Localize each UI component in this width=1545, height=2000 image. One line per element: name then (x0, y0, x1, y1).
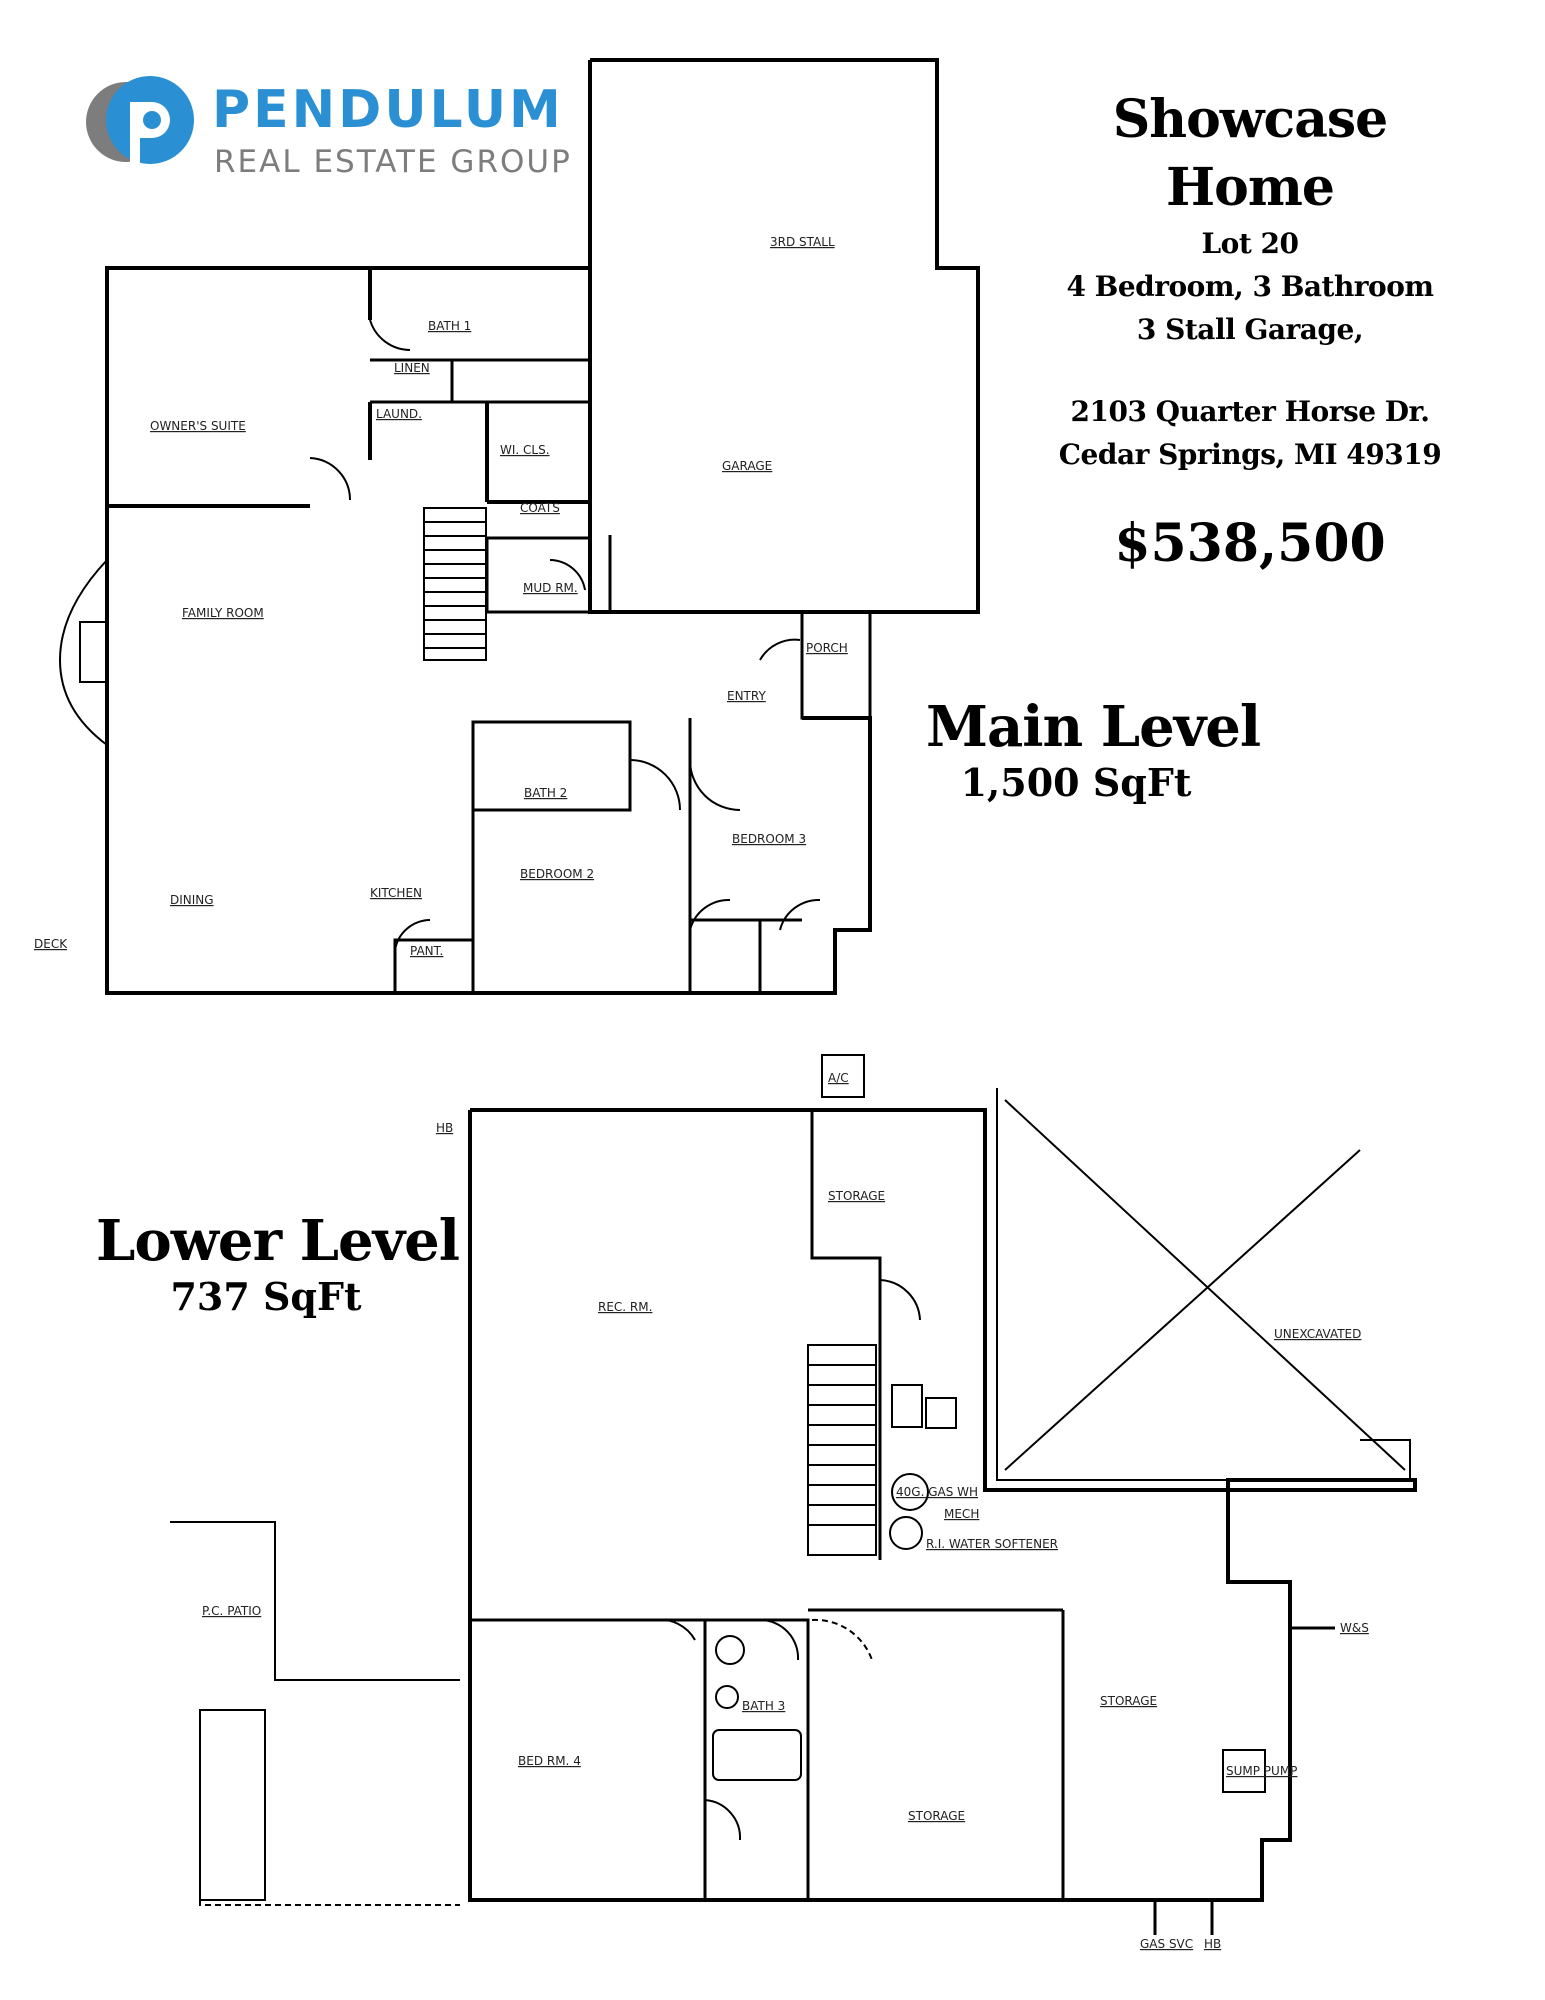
listing-title: Showcase Home (1112, 89, 1389, 218)
ac-unit (821, 1054, 865, 1098)
lower-level-sqft: 737 SqFt (170, 1274, 362, 1319)
brand-logo: PENDULUM REAL ESTATE GROUP (78, 72, 578, 202)
label-coats: COATS (520, 501, 560, 515)
lower-door-swings (654, 1279, 921, 1841)
unexcavated-outline (996, 1088, 1411, 1481)
hrv (925, 1397, 957, 1429)
water-heater (891, 1473, 929, 1511)
label-bedroom3: BEDROOM 3 (732, 832, 806, 846)
label-laund: LAUND. (376, 407, 422, 421)
bath2-walls (471, 720, 632, 993)
label-storage-top: STORAGE (828, 1189, 885, 1203)
bedroom3-walls (688, 718, 802, 993)
family-room-bay (58, 559, 108, 746)
label-family-room: FAMILY ROOM (182, 606, 264, 620)
label-rec-rm: REC. RM. (598, 1300, 652, 1314)
label-linen: LINEN (394, 361, 430, 375)
patio-outline (170, 1521, 460, 1681)
label-water-softener: R.I. WATER SOFTENER (926, 1537, 1058, 1551)
main-level-plan (58, 58, 980, 995)
patio-stairs (199, 1709, 266, 1901)
brand-subtitle: REAL ESTATE GROUP (214, 144, 572, 180)
lower-outer-wall (468, 1108, 1417, 1902)
garage-walls (588, 58, 980, 614)
label-unexcavated: UNEXCAVATED (1274, 1327, 1361, 1341)
mud-room-walls (485, 538, 590, 614)
unexcavated-x1 (1004, 1099, 1406, 1471)
bath3-walls (703, 1618, 810, 1900)
label-kitchen: KITCHEN (370, 886, 422, 900)
listing-garage: 3 Stall Garage, (1136, 313, 1364, 346)
room-labels: 3RD STALL GARAGE BATH 1 LINEN OWNER'S SU… (34, 235, 1369, 1951)
listing-rooms: 4 Bedroom, 3 Bathroom (1066, 270, 1434, 303)
sink (715, 1635, 745, 1665)
bathtub (712, 1729, 802, 1781)
toilet (715, 1685, 739, 1709)
label-garage: GARAGE (722, 459, 772, 473)
label-third-stall: 3RD STALL (770, 235, 835, 249)
lower-level-heading: Lower Level 737 SqFt (96, 1208, 460, 1320)
main-stairs (423, 507, 487, 661)
main-level-name: Main Level (926, 694, 1261, 760)
pendulum-logo-icon (86, 76, 194, 182)
main-level-sqft: 1,500 SqFt (960, 760, 1192, 805)
label-sump-pump: SUMP PUMP (1226, 1764, 1297, 1778)
label-hb-top: HB (436, 1121, 453, 1135)
label-deck: DECK (34, 937, 68, 951)
brand-name: PENDULUM (212, 80, 564, 140)
label-ws: W&S (1340, 1621, 1369, 1635)
listing-lot: Lot 20 (1201, 227, 1299, 260)
listing-address-line1: 2103 Quarter Horse Dr. (1070, 395, 1431, 428)
label-gas-wh: 40G. GAS WH (896, 1485, 978, 1499)
label-bedroom2: BEDROOM 2 (520, 867, 594, 881)
water-softener (889, 1516, 923, 1550)
label-entry: ENTRY (727, 689, 766, 703)
label-pant: PANT. (410, 944, 443, 958)
label-owners-suite: OWNER'S SUITE (150, 419, 246, 433)
storage-top-walls (810, 1110, 882, 1280)
label-bath2: BATH 2 (524, 786, 567, 800)
pantry-walls (393, 938, 473, 993)
label-dining: DINING (170, 893, 214, 907)
label-mech: MECH (944, 1507, 979, 1521)
label-storage-right: STORAGE (1100, 1694, 1157, 1708)
label-ac: A/C (828, 1071, 849, 1085)
patio-boundary (199, 1900, 460, 1906)
main-house-outer-wall (105, 266, 590, 995)
label-wi-cls: WI. CLS. (500, 443, 550, 457)
listing-address-line2: Cedar Springs, MI 49319 (1058, 438, 1442, 471)
label-bath1: BATH 1 (428, 319, 471, 333)
unexcavated-x2 (1004, 1149, 1361, 1471)
label-mud-rm: MUD RM. (523, 581, 578, 595)
lower-level-name: Lower Level (96, 1208, 460, 1274)
label-bed-rm4: BED RM. 4 (518, 1754, 581, 1768)
porch-walls (800, 612, 872, 720)
label-gas-svc: GAS SVC (1140, 1937, 1193, 1951)
label-pc-patio: P.C. PATIO (202, 1604, 261, 1618)
main-level-heading: Main Level 1,500 SqFt (926, 694, 1261, 806)
door-swings (309, 319, 821, 951)
label-porch: PORCH (806, 641, 848, 655)
furnace (891, 1384, 923, 1428)
lower-stairs (807, 1344, 877, 1556)
lower-level-plan (170, 1054, 1417, 1935)
label-hb-bottom: HB (1204, 1937, 1221, 1951)
listing-info: Showcase Home Lot 20 4 Bedroom, 3 Bathro… (1040, 86, 1460, 584)
label-bath3: BATH 3 (742, 1699, 785, 1713)
label-storage-mid: STORAGE (908, 1809, 965, 1823)
fireplace (79, 621, 108, 683)
listing-price: $538,500 (1114, 513, 1386, 574)
sump-pump-pit (1222, 1749, 1266, 1793)
